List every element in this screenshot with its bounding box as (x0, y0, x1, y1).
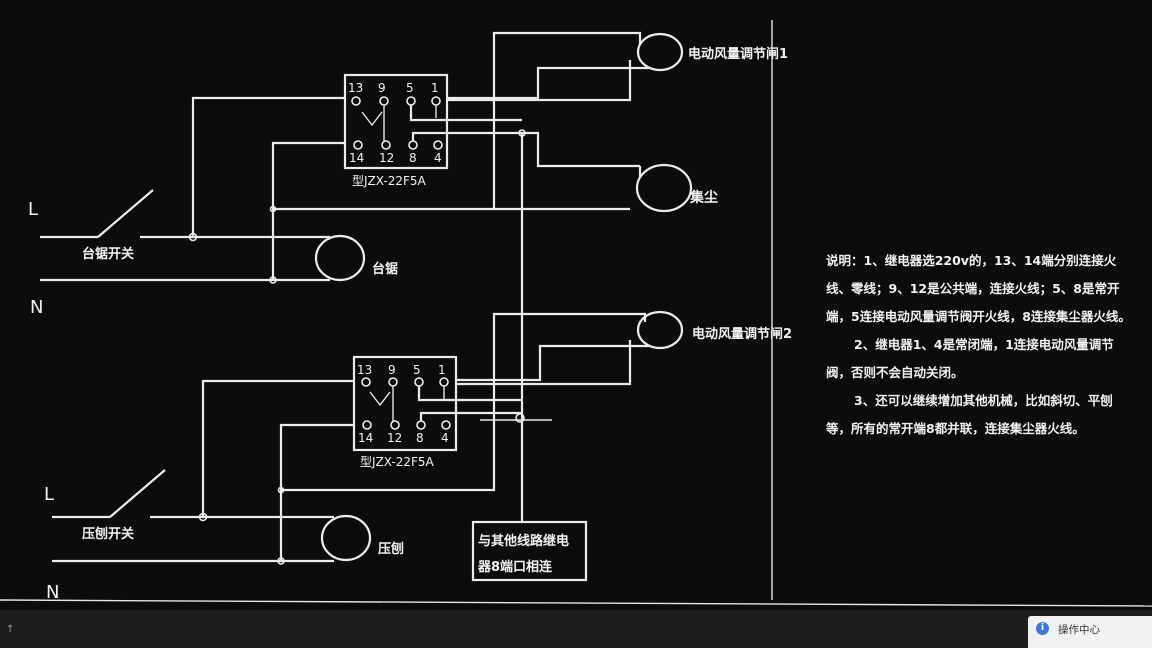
note-2: 2、继电器1、4是常闭端，1连接电动风量调节阀，否则不会自动关闭。 (826, 337, 1114, 380)
upper-line-L: L (28, 199, 38, 220)
upper-terminal-4: 4 (434, 151, 442, 165)
upper-node-9 (379, 96, 389, 106)
upper-damper-motor (636, 32, 684, 72)
taskbar (0, 610, 1152, 648)
upper-terminal-8: 8 (409, 151, 417, 165)
upper-node-12 (381, 140, 391, 150)
info-icon: i (1036, 622, 1049, 635)
upper-terminal-14: 14 (349, 151, 364, 165)
upper-circuit: 13 9 5 1 14 12 8 4 型JZX-22F5A L N 台锯开关 (28, 31, 788, 318)
upper-terminal-13: 13 (348, 81, 363, 95)
upper-switch (97, 189, 154, 238)
lower-switch (109, 469, 166, 518)
lower-terminal-9: 9 (388, 363, 396, 377)
lower-terminal-14: 14 (358, 431, 373, 445)
note-3: 3、还可以继续增加其他机械，比如斜切、平刨等，所有的常开端8都并联，连接集尘器火… (826, 393, 1113, 436)
lower-terminal-8: 8 (416, 431, 424, 445)
lower-terminal-4: 4 (441, 431, 449, 445)
upper-terminal-5: 5 (406, 81, 414, 95)
lower-terminal-1: 1 (438, 363, 446, 377)
connector-box-line1: 与其他线路继电 (478, 533, 569, 549)
upper-node-13 (351, 96, 361, 106)
lower-planer-motor (320, 514, 372, 562)
upper-terminal-9: 9 (378, 81, 386, 95)
taskbar-up-arrow-icon[interactable]: ↑ (6, 624, 15, 635)
lower-planer-label: 压刨 (378, 541, 404, 557)
upper-damper-label: 电动风量调节闸1 (688, 46, 788, 62)
upper-node-8 (408, 140, 418, 150)
upper-node-1 (431, 96, 441, 106)
note-1: 说明：1、继电器选220v的，13、14端分别连接火线、零线；9、12是公共端，… (826, 253, 1131, 324)
lower-relay-box (352, 355, 458, 452)
upper-terminal-1: 1 (431, 81, 439, 95)
upper-switch-label: 台锯开关 (82, 246, 134, 262)
lower-damper-motor (636, 310, 684, 350)
upper-saw-motor (314, 234, 366, 282)
lower-line-N: N (46, 582, 59, 603)
upper-relay-label: 型JZX-22F5A (352, 174, 427, 188)
lower-terminal-13: 13 (357, 363, 372, 377)
upper-relay-box (343, 73, 449, 170)
lower-damper-label: 电动风量调节闸2 (692, 326, 792, 342)
upper-dust-label: 集尘 (689, 189, 718, 206)
upper-terminal-12: 12 (379, 151, 394, 165)
lower-switch-label: 压刨开关 (82, 526, 134, 542)
upper-node-4 (433, 140, 443, 150)
upper-saw-label: 台锯 (372, 261, 398, 277)
upper-node-5 (406, 96, 416, 106)
lower-terminal-12: 12 (387, 431, 402, 445)
connector-box-line2: 器8端口相连 (477, 559, 553, 575)
lower-circuit: 13 9 5 1 14 12 8 4 型JZX-22F5A L N 压刨开关 压… (44, 310, 792, 603)
upper-line-N: N (30, 297, 43, 318)
lower-line-L: L (44, 484, 54, 505)
upper-dust-collector (635, 163, 693, 213)
connector-box (471, 520, 588, 582)
lower-relay-label: 型JZX-22F5A (360, 455, 435, 469)
notification-title: 操作中心 (1058, 624, 1100, 636)
notification-toast[interactable]: i 操作中心 (1028, 616, 1152, 648)
notes-panel: 说明：1、继电器选220v的，13、14端分别连接火线、零线；9、12是公共端，… (826, 247, 1136, 443)
lower-terminal-5: 5 (413, 363, 421, 377)
upper-node-14 (353, 140, 363, 150)
